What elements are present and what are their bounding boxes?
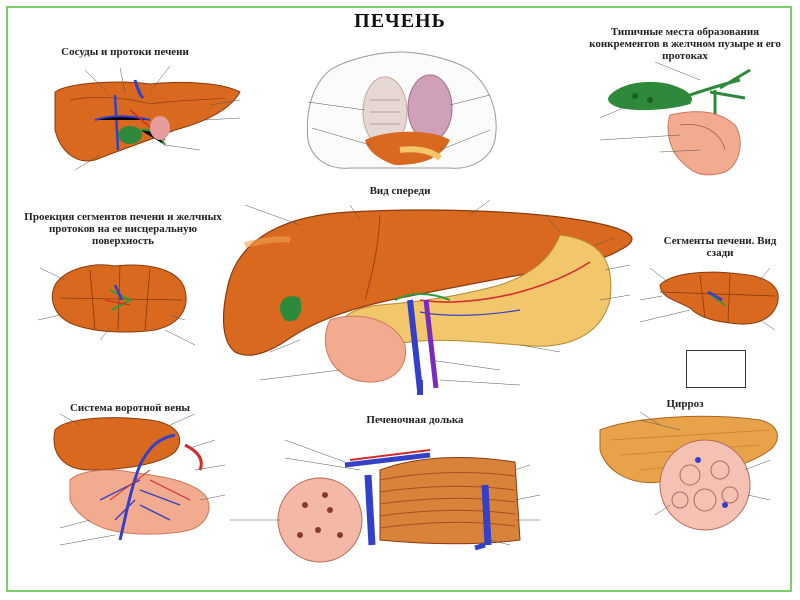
- panel-title-lobule: Печеночная долька: [366, 414, 464, 426]
- panel-title-concrement-sites: Типичные места образования конкрементов …: [589, 26, 781, 62]
- panel-title-segment-projection: Проекция сегментов печени и желчных прот…: [24, 211, 222, 247]
- panel-title-cirrhosis: Цирроз: [666, 398, 704, 410]
- panel-title-segments-back: Сегменты печени. Вид сзади: [663, 235, 777, 259]
- poster-title: ПЕЧЕНЬ: [354, 10, 446, 32]
- cirrhosis-illustration: [599, 415, 778, 531]
- back-label-leaders: [639, 267, 776, 331]
- projection-label-leaders: [37, 267, 196, 346]
- segment-projection-illustration: [51, 264, 187, 333]
- lobule-label-leaders: [230, 439, 541, 546]
- portal-system-illustration: [53, 417, 210, 541]
- portal-label-leaders: [59, 413, 226, 546]
- front-view-label-leaders: [244, 199, 631, 386]
- cirrhosis-label-leaders: [639, 411, 771, 516]
- hepatic-lobule-illustration: [277, 449, 521, 563]
- liver-front-view-illustration: [222, 209, 633, 395]
- panel-title-portal-system: Система воротной вены: [69, 402, 191, 414]
- torso-illustration: [306, 51, 497, 169]
- legend-box: [686, 350, 746, 388]
- torso-label-leaders: [307, 94, 491, 151]
- panel-title-vessels-ducts: Сосуды и протоки печени: [61, 46, 189, 58]
- liver-vessels-illustration: [54, 79, 241, 162]
- segments-back-illustration: [659, 271, 779, 325]
- gallbladder-ducts-illustration: [608, 68, 751, 176]
- vessels-label-leaders: [74, 65, 241, 171]
- concrement-label-leaders: [599, 61, 701, 153]
- panel-title-front-view: Вид спереди: [369, 185, 431, 197]
